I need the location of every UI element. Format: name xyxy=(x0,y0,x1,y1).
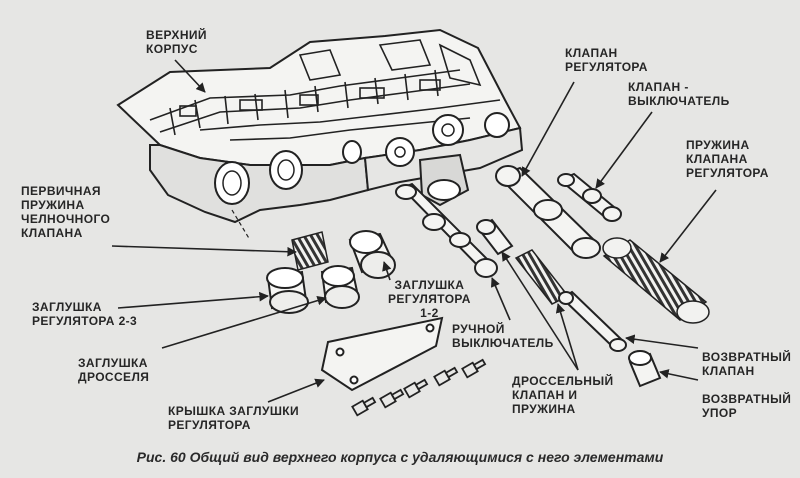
cover-screws xyxy=(351,358,487,417)
upper-valve-body xyxy=(116,28,524,224)
manual-valve-part xyxy=(395,182,498,278)
leader-lines xyxy=(111,59,717,403)
regulator-valve-spring-part xyxy=(602,237,710,324)
regulator-plug-1-2-part xyxy=(348,230,396,279)
regulator-plug-cover-part xyxy=(320,316,444,392)
throttle-valve-part xyxy=(476,218,514,256)
figure-caption: Рис. 60 Общий вид верхнего корпуса с уда… xyxy=(136,449,664,465)
regulator-valve-part xyxy=(495,165,601,259)
return-stop-part xyxy=(628,350,662,388)
alignment-line xyxy=(231,209,251,241)
regulator-plug-2-3-part xyxy=(266,267,309,314)
shuttle-valve-primary-spring xyxy=(291,231,329,271)
throttle-plug-part xyxy=(320,265,360,309)
switch-valve-part xyxy=(557,172,622,222)
label-switch-valve: КЛАПАН -ВЫКЛЮЧАТЕЛЬ xyxy=(628,80,730,108)
return-valve-part xyxy=(558,290,627,352)
